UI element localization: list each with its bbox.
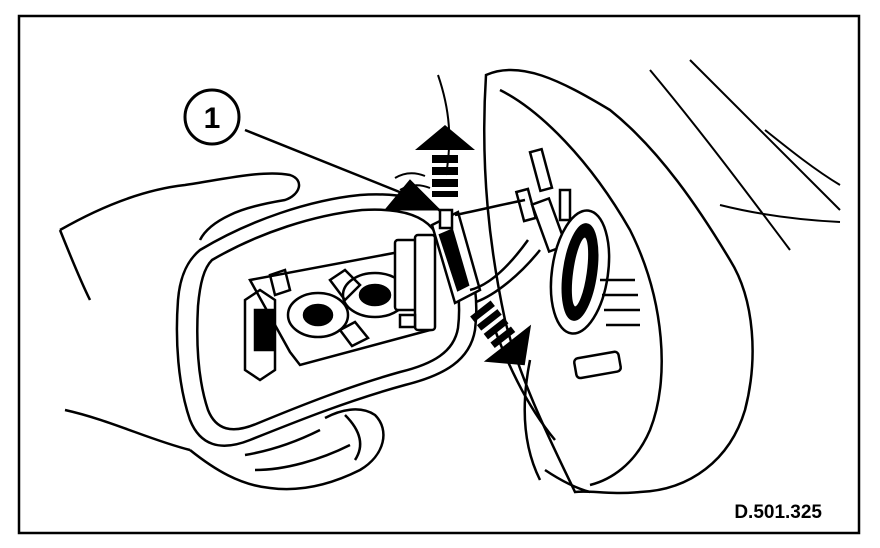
callout-circle xyxy=(183,88,241,146)
car-body-lines xyxy=(437,59,841,251)
upward-motion-arrow xyxy=(415,125,475,197)
hand-illustration xyxy=(58,172,385,491)
pointer-arrowhead xyxy=(383,179,442,211)
callout-number: 1 xyxy=(204,102,221,135)
motion-lines xyxy=(394,172,431,191)
downward-motion-arrow xyxy=(470,300,532,366)
figure-reference-code: D.501.325 xyxy=(734,502,822,523)
mirror-housing xyxy=(482,68,754,495)
connector-cable xyxy=(430,198,541,305)
mirror-glass-plate xyxy=(175,193,478,447)
